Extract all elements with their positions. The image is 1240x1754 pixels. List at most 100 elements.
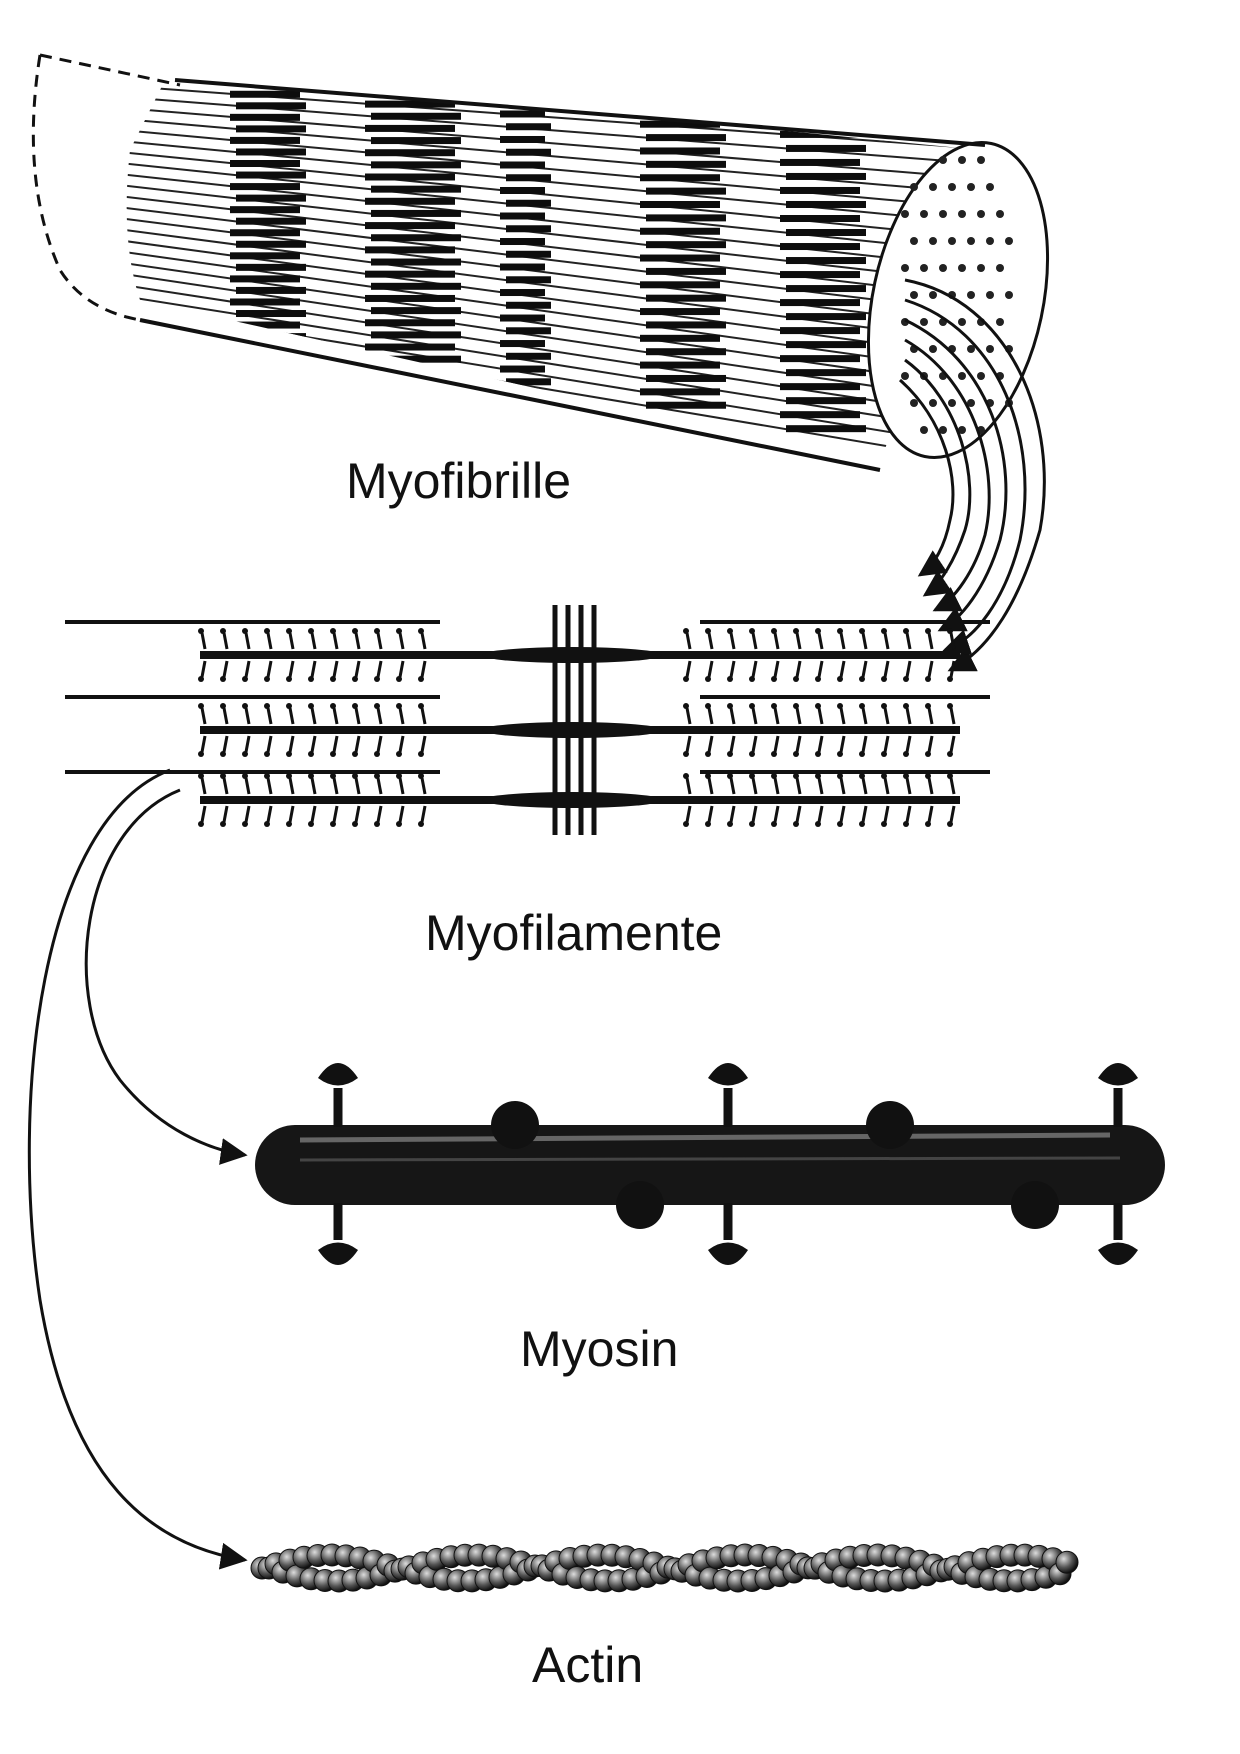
cross-bridge: [354, 660, 361, 678]
cross-bridge: [376, 805, 383, 823]
cross-bridge-head: [903, 751, 909, 757]
band-segment: [786, 229, 866, 237]
cross-bridge-head: [771, 676, 777, 682]
cross-bridge-head: [749, 773, 755, 779]
band-segment: [780, 383, 860, 391]
cross-bridge-head: [859, 628, 865, 634]
cross-bridge-head: [771, 821, 777, 827]
cross-bridge: [420, 777, 427, 795]
cross-bridge-head: [220, 676, 226, 682]
cross-bridge: [751, 805, 758, 823]
myosin-molecule: [255, 1063, 1165, 1265]
cross-bridge: [795, 660, 802, 678]
band-segment: [365, 124, 455, 132]
cross-section-dot: [948, 399, 956, 407]
cross-bridge: [883, 632, 890, 650]
cross-bridge: [707, 805, 714, 823]
cross-section-dot: [986, 291, 994, 299]
cross-bridge-head: [242, 703, 248, 709]
myosin-label: Myosin: [520, 1321, 678, 1377]
cross-bridge-head: [308, 773, 314, 779]
cross-bridge: [883, 805, 890, 823]
cross-bridge: [288, 707, 295, 725]
cross-section-dot: [939, 210, 947, 218]
band-segment: [371, 331, 461, 339]
cross-bridge: [905, 660, 912, 678]
band-segment: [236, 148, 306, 156]
cross-bridge: [861, 632, 868, 650]
band-segment: [786, 425, 866, 433]
cross-bridge-head: [903, 676, 909, 682]
cross-section-dot: [977, 264, 985, 272]
band-segment: [646, 267, 726, 275]
cross-bridge-head: [242, 751, 248, 757]
cross-bridge: [332, 777, 339, 795]
cross-bridge-head: [705, 628, 711, 634]
cross-bridge-head: [903, 703, 909, 709]
band-segment: [646, 134, 726, 142]
cross-bridge: [883, 660, 890, 678]
cross-bridge: [376, 777, 383, 795]
cross-section-dot: [986, 345, 994, 353]
cross-bridge-head: [198, 773, 204, 779]
cross-bridge-head: [198, 821, 204, 827]
band-segment: [236, 125, 306, 133]
cross-bridge-head: [418, 751, 424, 757]
cross-bridge-head: [374, 751, 380, 757]
cross-section-dot: [910, 237, 918, 245]
band-segment: [371, 307, 461, 315]
cross-bridge-head: [286, 703, 292, 709]
cross-bridge: [420, 660, 427, 678]
cross-section-dot: [920, 264, 928, 272]
cross-bridge: [905, 632, 912, 650]
cross-bridge: [310, 707, 317, 725]
myosin-head: [1098, 1242, 1138, 1265]
cross-bridge: [707, 735, 714, 753]
cross-bridge-head: [352, 751, 358, 757]
cross-bridge: [773, 707, 780, 725]
cross-bridge-head: [330, 676, 336, 682]
band-segment: [230, 206, 300, 214]
actin-label: Actin: [532, 1637, 643, 1693]
cross-bridge: [949, 735, 956, 753]
band-segment: [646, 214, 726, 222]
cross-bridge: [376, 735, 383, 753]
cross-bridge: [685, 660, 692, 678]
band-segment: [371, 185, 461, 193]
myosin-head: [318, 1242, 358, 1265]
cross-section-dot: [996, 210, 1004, 218]
cross-bridge-head: [330, 628, 336, 634]
cross-bridge: [729, 660, 736, 678]
cross-bridge: [839, 632, 846, 650]
cross-bridge-head: [374, 676, 380, 682]
cross-bridge-head: [815, 628, 821, 634]
band-segment: [640, 334, 720, 342]
cross-bridge-head: [683, 821, 689, 827]
band-segment: [780, 186, 860, 194]
cross-bridge: [861, 735, 868, 753]
cross-section-dot: [948, 237, 956, 245]
cross-bridge-head: [903, 773, 909, 779]
cross-bridge: [222, 777, 229, 795]
cross-section-dot: [996, 264, 1004, 272]
cross-bridge-head: [705, 773, 711, 779]
cross-bridge-head: [947, 821, 953, 827]
cross-bridge: [376, 660, 383, 678]
band-segment: [365, 222, 455, 230]
cross-bridge: [332, 805, 339, 823]
cross-bridge-head: [925, 703, 931, 709]
cross-bridge-head: [330, 703, 336, 709]
band-segment: [786, 341, 866, 349]
cross-bridge-head: [705, 751, 711, 757]
cross-section-dot: [967, 237, 975, 245]
myosin-head: [318, 1063, 358, 1086]
band-segment: [365, 246, 455, 254]
cross-bridge-head: [815, 703, 821, 709]
band-segment: [371, 234, 461, 242]
cross-bridge-head: [727, 628, 733, 634]
band-segment: [365, 294, 455, 302]
cross-bridge-head: [793, 751, 799, 757]
band-segment: [640, 281, 720, 289]
cross-bridge: [266, 805, 273, 823]
